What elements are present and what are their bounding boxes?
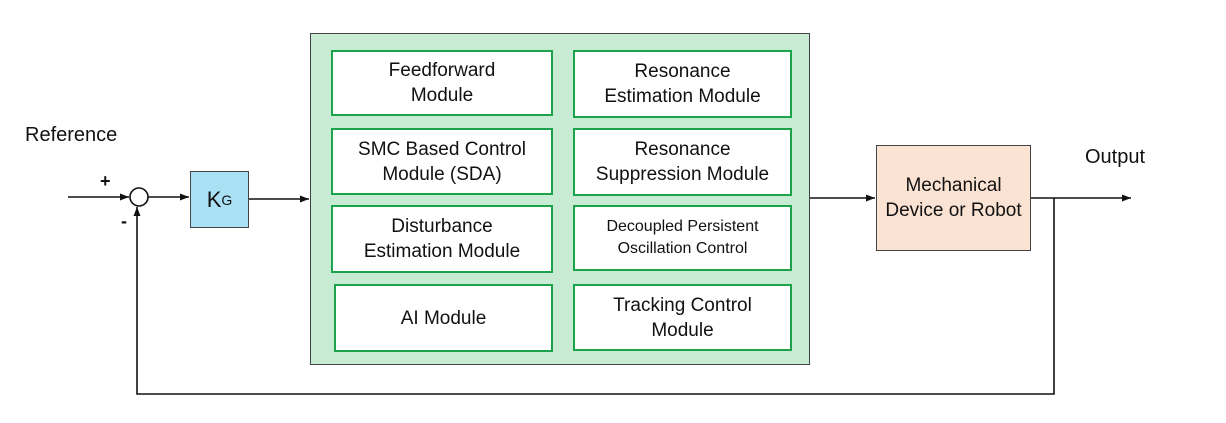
module-line: Resonance [634, 139, 731, 160]
module-line: SMC Based Control [358, 138, 526, 160]
module-ai: AI Module [334, 284, 553, 352]
module-feedforward: Feedforward Module [331, 50, 553, 116]
module-line: Oscillation Control [617, 240, 748, 257]
plant-line: Mechanical [905, 175, 1002, 196]
module-line: AI Module [400, 307, 487, 329]
reference-label: Reference [25, 124, 118, 146]
gain-symbol: K [206, 186, 222, 212]
module-tracking-control: Tracking Control Module [573, 284, 792, 351]
plus-sign: + [100, 171, 111, 191]
minus-sign: - [121, 211, 127, 231]
module-smc-control: SMC Based Control Module (SDA) [331, 128, 553, 195]
module-line: Decoupled Persistent [606, 218, 759, 235]
module-line: Tracking Control [613, 294, 752, 316]
plant-line: Device or [885, 200, 966, 221]
module-line: Module [410, 85, 474, 106]
gain-subscript: G [221, 191, 233, 208]
plant-line: Robot [970, 200, 1022, 221]
module-line: Feedforward [388, 60, 496, 81]
module-line: Module (SDA) [382, 163, 502, 185]
module-line: Disturbance [391, 216, 493, 237]
module-line: Estimation Module [604, 86, 761, 107]
summing-junction [129, 187, 149, 207]
module-resonance-suppression: Resonance Suppression Module [573, 128, 792, 196]
module-resonance-estimation: Resonance Estimation Module [573, 50, 792, 118]
output-label: Output [1085, 146, 1146, 168]
feedback-path [133, 198, 1055, 395]
module-line: Resonance [634, 61, 731, 82]
module-decoupled-oscillation: Decoupled Persistent Oscillation Control [573, 205, 792, 271]
module-line: Module [651, 319, 714, 341]
module-line: Suppression Module [595, 164, 770, 185]
plant-block: Mechanical Device or Robot [876, 145, 1031, 251]
module-line: Estimation Module [363, 241, 521, 262]
module-disturbance-estimation: Disturbance Estimation Module [331, 205, 553, 273]
